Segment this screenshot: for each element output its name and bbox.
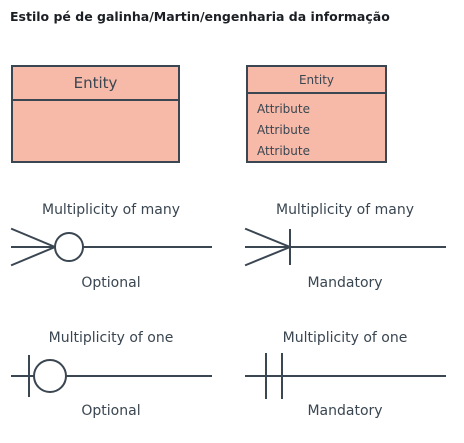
many-optional-bottom-label: Optional (81, 275, 141, 291)
many-mandatory-bottom-label: Mandatory (307, 275, 383, 291)
attribute-item: Attribute (257, 102, 310, 116)
one-optional-top-label: Multiplicity of one (48, 330, 174, 346)
entity-name: Entity (248, 67, 385, 94)
page-title: Estilo pé de galinha/Martin/engenharia d… (10, 9, 390, 24)
double-bar-symbol (245, 353, 446, 399)
many-optional-top-label: Multiplicity of many (41, 202, 181, 218)
circle-icon (54, 232, 84, 262)
circle-icon (33, 359, 67, 393)
crows-foot-bar-symbol (244, 227, 446, 267)
attribute-item: Attribute (257, 123, 310, 137)
one-mandatory-bottom-label: Mandatory (307, 403, 383, 419)
entity-with-attributes-box: Entity Attribute Attribute Attribute (246, 65, 387, 163)
one-mandatory-top-label: Multiplicity of one (282, 330, 408, 346)
many-mandatory-top-label: Multiplicity of many (275, 202, 415, 218)
bar-circle-symbol (11, 355, 212, 397)
entity-box: Entity (11, 65, 180, 163)
attribute-list: Attribute Attribute Attribute (248, 94, 385, 162)
one-optional-bottom-label: Optional (81, 403, 141, 419)
entity-name: Entity (13, 67, 178, 101)
attribute-item: Attribute (257, 144, 310, 158)
crows-foot-circle-symbol (10, 227, 212, 267)
